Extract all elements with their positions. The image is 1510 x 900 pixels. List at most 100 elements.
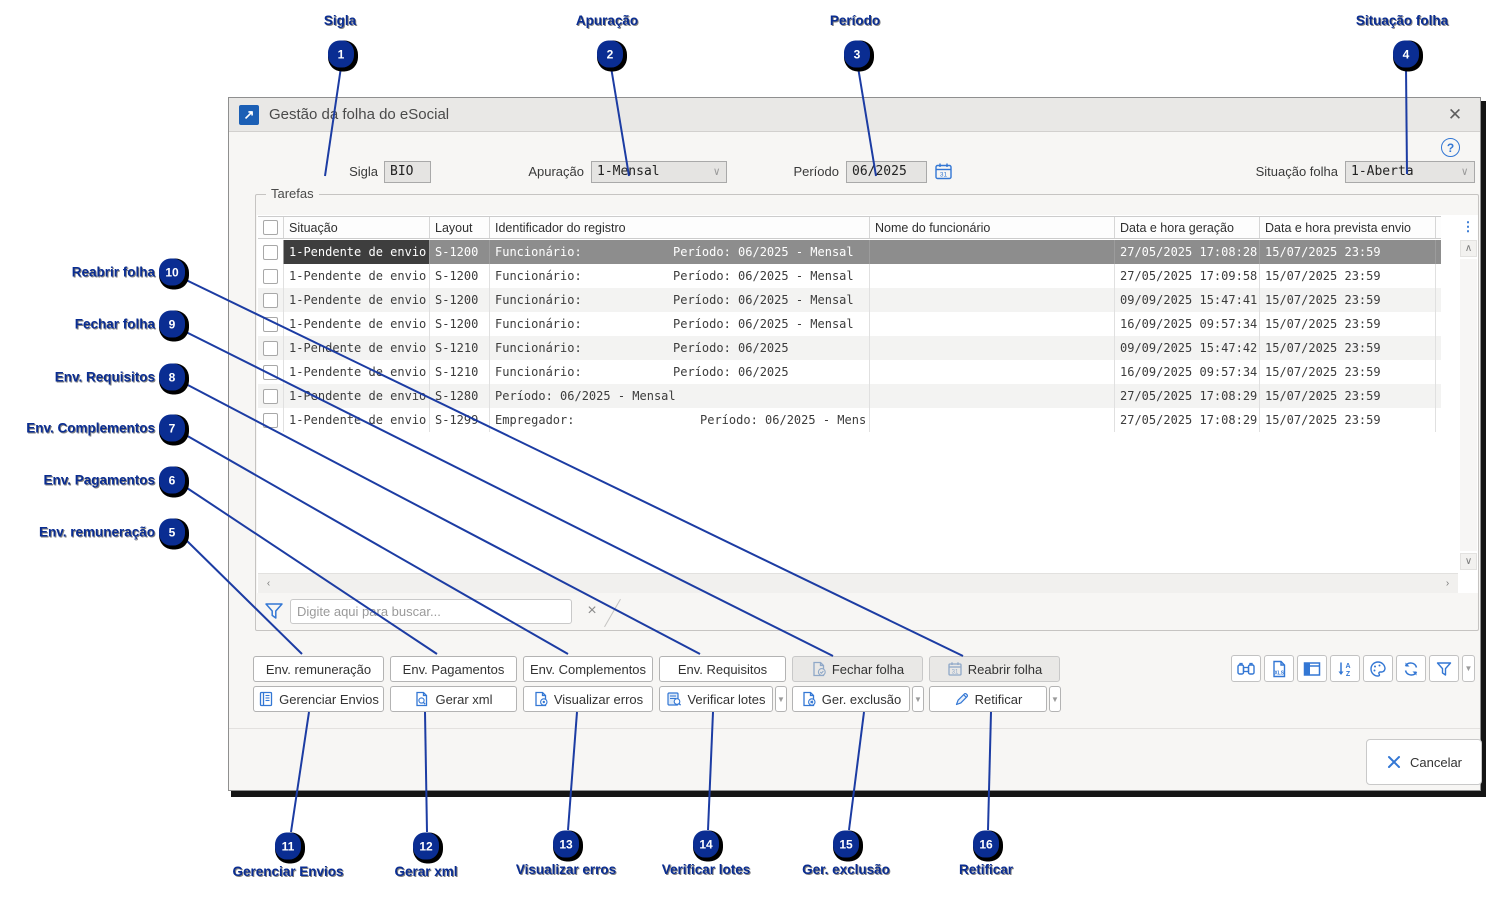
grid-layout-icon[interactable] bbox=[1297, 655, 1327, 682]
env-complementos-button[interactable]: Env. Complementos bbox=[523, 656, 653, 682]
tarefas-group: Tarefas Situação Layout Identificador do… bbox=[255, 186, 1479, 631]
situacao-folha-value: 1-Aberta bbox=[1351, 164, 1414, 179]
button-label: Reabrir folha bbox=[967, 661, 1043, 677]
annotation-label-visualizar-erros: Visualizar erros bbox=[515, 862, 617, 877]
calendar-icon[interactable]: 31 bbox=[934, 162, 953, 181]
row-checkbox[interactable] bbox=[258, 312, 284, 336]
help-icon[interactable]: ? bbox=[1441, 138, 1460, 157]
reabrir-folha-button[interactable]: 31 Reabrir folha bbox=[929, 656, 1060, 682]
env-requisitos-button[interactable]: Env. Requisitos bbox=[659, 656, 786, 682]
row-checkbox[interactable] bbox=[258, 240, 284, 264]
periodo-label: Período bbox=[793, 164, 839, 179]
scroll-left-icon[interactable]: ‹ bbox=[266, 578, 271, 589]
verificar-lotes-button[interactable]: Verificar lotes bbox=[659, 686, 773, 712]
table-row[interactable]: 1-Pendente de envio S-1210 Funcionário:P… bbox=[258, 336, 1441, 360]
button-label: Visualizar erros bbox=[553, 691, 644, 707]
visualizar-erros-button[interactable]: Visualizar erros bbox=[523, 686, 653, 712]
cancel-button[interactable]: Cancelar bbox=[1366, 739, 1482, 785]
filter-tab-divider bbox=[604, 598, 621, 628]
filter-icon[interactable] bbox=[1429, 655, 1459, 682]
gerenciar-envios-button[interactable]: Gerenciar Envios bbox=[253, 686, 384, 712]
env-remuneracao-button[interactable]: Env. remuneração bbox=[253, 656, 384, 682]
table-row[interactable]: 1-Pendente de envio S-1200 Funcionário:P… bbox=[258, 240, 1441, 264]
col-nome[interactable]: Nome do funcionário bbox=[870, 217, 1115, 238]
row-checkbox[interactable] bbox=[258, 384, 284, 408]
retificar-button[interactable]: Retificar bbox=[929, 686, 1047, 712]
ger-exclusao-button[interactable]: Ger. exclusão bbox=[792, 686, 910, 712]
cell-situacao: 1-Pendente de envio bbox=[284, 360, 430, 384]
cell-layout: S-1200 bbox=[430, 240, 490, 264]
gerar-xml-button[interactable]: Gerar xml bbox=[390, 686, 517, 712]
select-all-checkbox[interactable] bbox=[258, 217, 284, 238]
cell-previsto: 15/07/2025 23:59 bbox=[1260, 240, 1436, 264]
window-title: Gestão da folha do eSocial bbox=[269, 106, 450, 123]
retificar-dropdown[interactable]: ▼ bbox=[1049, 686, 1061, 712]
refresh-icon[interactable] bbox=[1396, 655, 1426, 682]
periodo-field[interactable]: 06/2025 bbox=[846, 161, 927, 183]
cell-nome bbox=[870, 384, 1115, 408]
row-checkbox[interactable] bbox=[258, 360, 284, 384]
annotation-marker-11: 11 bbox=[275, 832, 301, 860]
search-binoculars-icon[interactable] bbox=[1231, 655, 1261, 682]
toolbar-more-dropdown[interactable]: ▼ bbox=[1462, 655, 1475, 682]
table-row[interactable]: 1-Pendente de envio S-1200 Funcionário:P… bbox=[258, 288, 1441, 312]
verificar-lotes-dropdown[interactable]: ▼ bbox=[775, 686, 787, 712]
annotation-label-ger-exclusao: Ger. exclusão bbox=[802, 862, 890, 877]
col-identificador[interactable]: Identificador do registro bbox=[490, 217, 870, 238]
table-row[interactable]: 1-Pendente de envio S-1200 Funcionário:P… bbox=[258, 264, 1441, 288]
row-checkbox[interactable] bbox=[258, 336, 284, 360]
close-icon[interactable]: ✕ bbox=[1447, 105, 1463, 124]
vertical-scrollbar[interactable]: ⋮ ∧ ∨ bbox=[1459, 215, 1478, 593]
col-layout[interactable]: Layout bbox=[430, 217, 490, 238]
kebab-menu-icon[interactable]: ⋮ bbox=[1461, 218, 1475, 234]
apuracao-value: 1-Mensal bbox=[597, 164, 660, 179]
palette-icon[interactable] bbox=[1363, 655, 1393, 682]
annotation-label-apuracao: Apuração bbox=[575, 13, 639, 28]
cell-identificador: Funcionário:Período: 06/2025 - Mensal bbox=[490, 240, 870, 264]
situacao-folha-select[interactable]: 1-Aberta ∨ bbox=[1345, 161, 1475, 183]
cell-geracao: 16/09/2025 09:57:34 bbox=[1115, 312, 1260, 336]
ger-exclusao-dropdown[interactable]: ▼ bbox=[912, 686, 924, 712]
env-pagamentos-button[interactable]: Env. Pagamentos bbox=[390, 656, 517, 682]
col-geracao[interactable]: Data e hora geração bbox=[1115, 217, 1260, 238]
button-label: Env. Requisitos bbox=[677, 661, 768, 677]
table-row[interactable]: 1-Pendente de envio S-1280 Período: 06/2… bbox=[258, 384, 1441, 408]
vertical-scroll-track[interactable] bbox=[1460, 259, 1477, 551]
titlebar: ↗ Gestão da folha do eSocial ✕ bbox=[229, 98, 1480, 132]
svg-text:31: 31 bbox=[951, 669, 958, 675]
table-row[interactable]: 1-Pendente de envio S-1299 Empregador:Pe… bbox=[258, 408, 1441, 432]
export-xls-icon[interactable]: XLS bbox=[1264, 655, 1294, 682]
annotation-label-situacao-folha: Situação folha bbox=[1355, 13, 1449, 28]
cell-layout: S-1200 bbox=[430, 312, 490, 336]
cell-filler bbox=[1436, 384, 1441, 408]
clear-search-icon[interactable]: × bbox=[587, 602, 597, 619]
cell-situacao: 1-Pendente de envio bbox=[284, 408, 430, 432]
cell-layout: S-1210 bbox=[430, 360, 490, 384]
tarefas-table: Situação Layout Identificador do registr… bbox=[257, 215, 1478, 593]
fechar-folha-button[interactable]: Fechar folha bbox=[792, 656, 923, 682]
apuracao-select[interactable]: 1-Mensal ∨ bbox=[591, 161, 727, 183]
button-label: Gerenciar Envios bbox=[279, 691, 379, 707]
search-input[interactable] bbox=[290, 599, 572, 624]
annotation-label-periodo: Período bbox=[829, 13, 881, 28]
cell-geracao: 16/09/2025 09:57:34 bbox=[1115, 360, 1260, 384]
doc-search-icon bbox=[414, 691, 430, 707]
sort-az-icon[interactable]: A Z bbox=[1330, 655, 1360, 682]
scroll-right-icon[interactable]: › bbox=[1445, 578, 1450, 589]
svg-text:XLS: XLS bbox=[1274, 670, 1284, 676]
scroll-down-icon[interactable]: ∨ bbox=[1460, 553, 1477, 570]
scroll-up-icon[interactable]: ∧ bbox=[1460, 240, 1477, 257]
row-checkbox[interactable] bbox=[258, 408, 284, 432]
row-checkbox[interactable] bbox=[258, 264, 284, 288]
filter-funnel-icon[interactable] bbox=[263, 600, 285, 622]
sigla-field[interactable]: BIO bbox=[384, 161, 431, 183]
col-situacao[interactable]: Situação bbox=[284, 217, 430, 238]
annotation-label-gerar-xml: Gerar xml bbox=[394, 864, 458, 879]
row-checkbox[interactable] bbox=[258, 288, 284, 312]
annotation-marker-1: 1 bbox=[328, 40, 354, 68]
table-row[interactable]: 1-Pendente de envio S-1210 Funcionário:P… bbox=[258, 360, 1441, 384]
apuracao-label: Apuração bbox=[528, 164, 584, 179]
horizontal-scrollbar[interactable]: ‹ › bbox=[258, 573, 1458, 593]
col-previsto[interactable]: Data e hora prevista envio bbox=[1260, 217, 1436, 238]
table-row[interactable]: 1-Pendente de envio S-1200 Funcionário:P… bbox=[258, 312, 1441, 336]
